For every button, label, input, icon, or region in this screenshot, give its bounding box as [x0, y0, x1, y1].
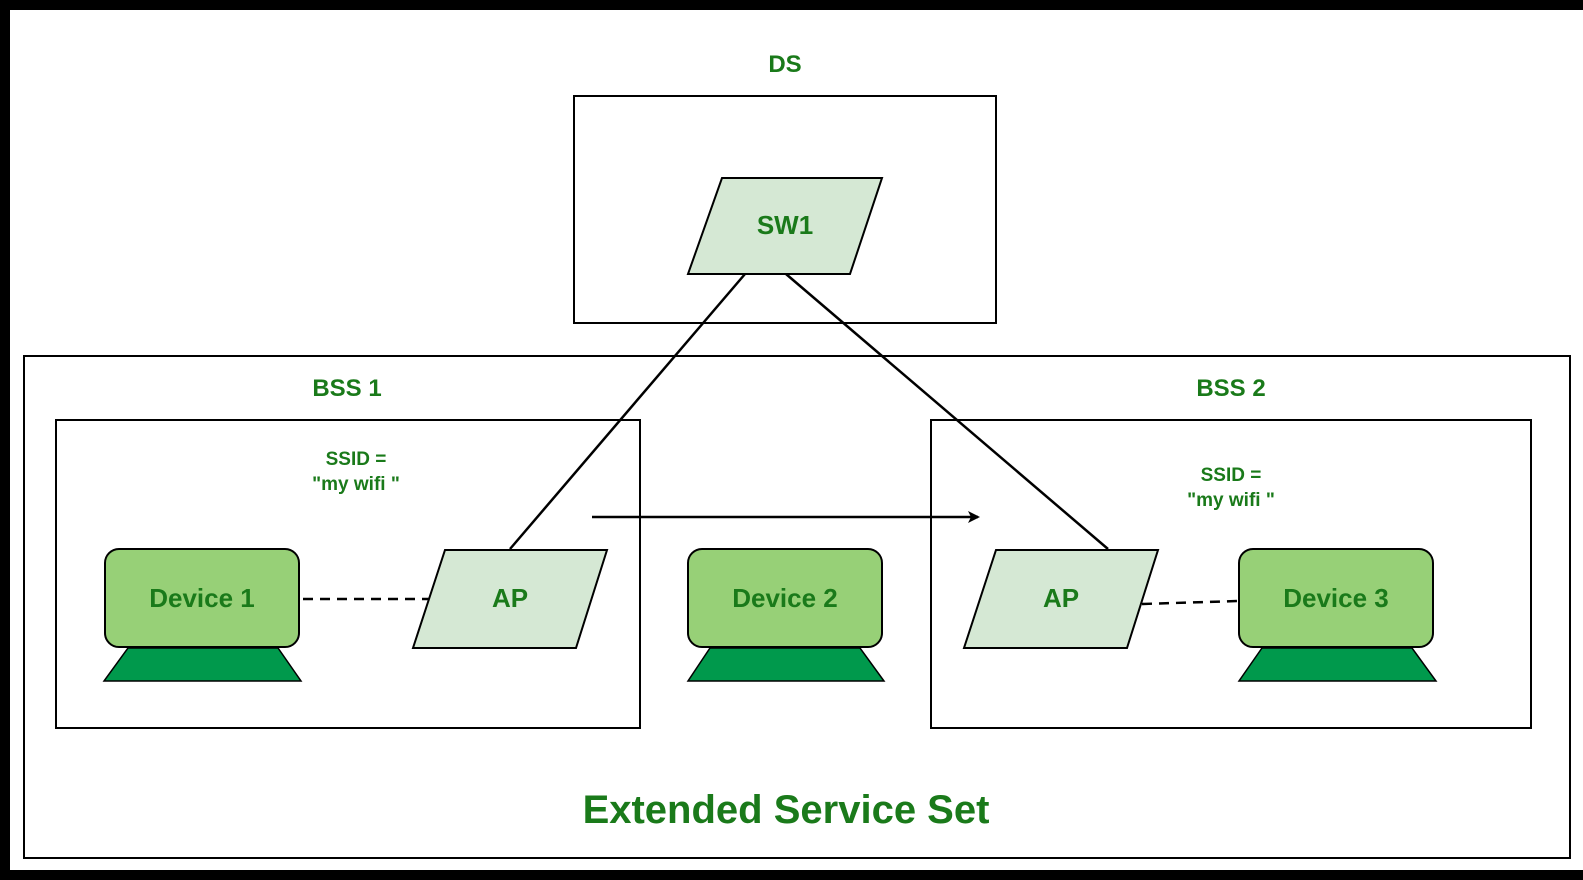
bss2-box: [930, 419, 1532, 729]
ess-label: Extended Service Set: [583, 788, 990, 832]
monitor-device-icon: [1238, 548, 1434, 648]
switch-label: SW1: [757, 210, 813, 240]
access-point-node-bss2: AP: [962, 549, 1160, 649]
ds-label: DS: [768, 51, 801, 78]
bss1-ssid-line2: "my wifi ": [312, 474, 400, 495]
monitor-stand-icon: [686, 647, 886, 682]
monitor-device-icon: [104, 548, 300, 648]
device-node-1: Device 1: [102, 548, 303, 682]
device3-label: Device 3: [1283, 583, 1389, 613]
sw1-to-ap2-link: [785, 273, 1109, 550]
bss2-label: BSS 2: [1196, 375, 1265, 402]
monitor-stand-icon: [1237, 647, 1438, 682]
ap1-label: AP: [492, 583, 528, 613]
bss2-ssid-line1: SSID =: [1201, 465, 1262, 486]
monitor-device-icon: [687, 548, 883, 648]
device-node-3: Device 3: [1237, 548, 1438, 682]
bss2-ssid-line2: "my wifi ": [1187, 490, 1275, 511]
sw1-to-ap1-link: [509, 273, 746, 550]
ess-box: [23, 355, 1571, 859]
ds-box: [573, 95, 997, 324]
device2-label: Device 2: [732, 583, 838, 613]
parallelogram-ap-icon: [411, 549, 609, 649]
access-point-node-bss1: AP: [411, 549, 609, 649]
bss1-ssid-line1: SSID =: [326, 449, 387, 470]
device1-label: Device 1: [149, 583, 255, 613]
device-node-2: Device 2: [686, 548, 886, 682]
parallelogram-ap-icon: [962, 549, 1160, 649]
ap2-label: AP: [1043, 583, 1079, 613]
switch-node-sw1: SW1: [686, 177, 884, 275]
parallelogram-switch-icon: [686, 177, 884, 275]
bss1-label: BSS 1: [312, 375, 381, 402]
bss1-box: [55, 419, 641, 729]
diagram-background: [10, 10, 1583, 870]
monitor-stand-icon: [102, 647, 303, 682]
